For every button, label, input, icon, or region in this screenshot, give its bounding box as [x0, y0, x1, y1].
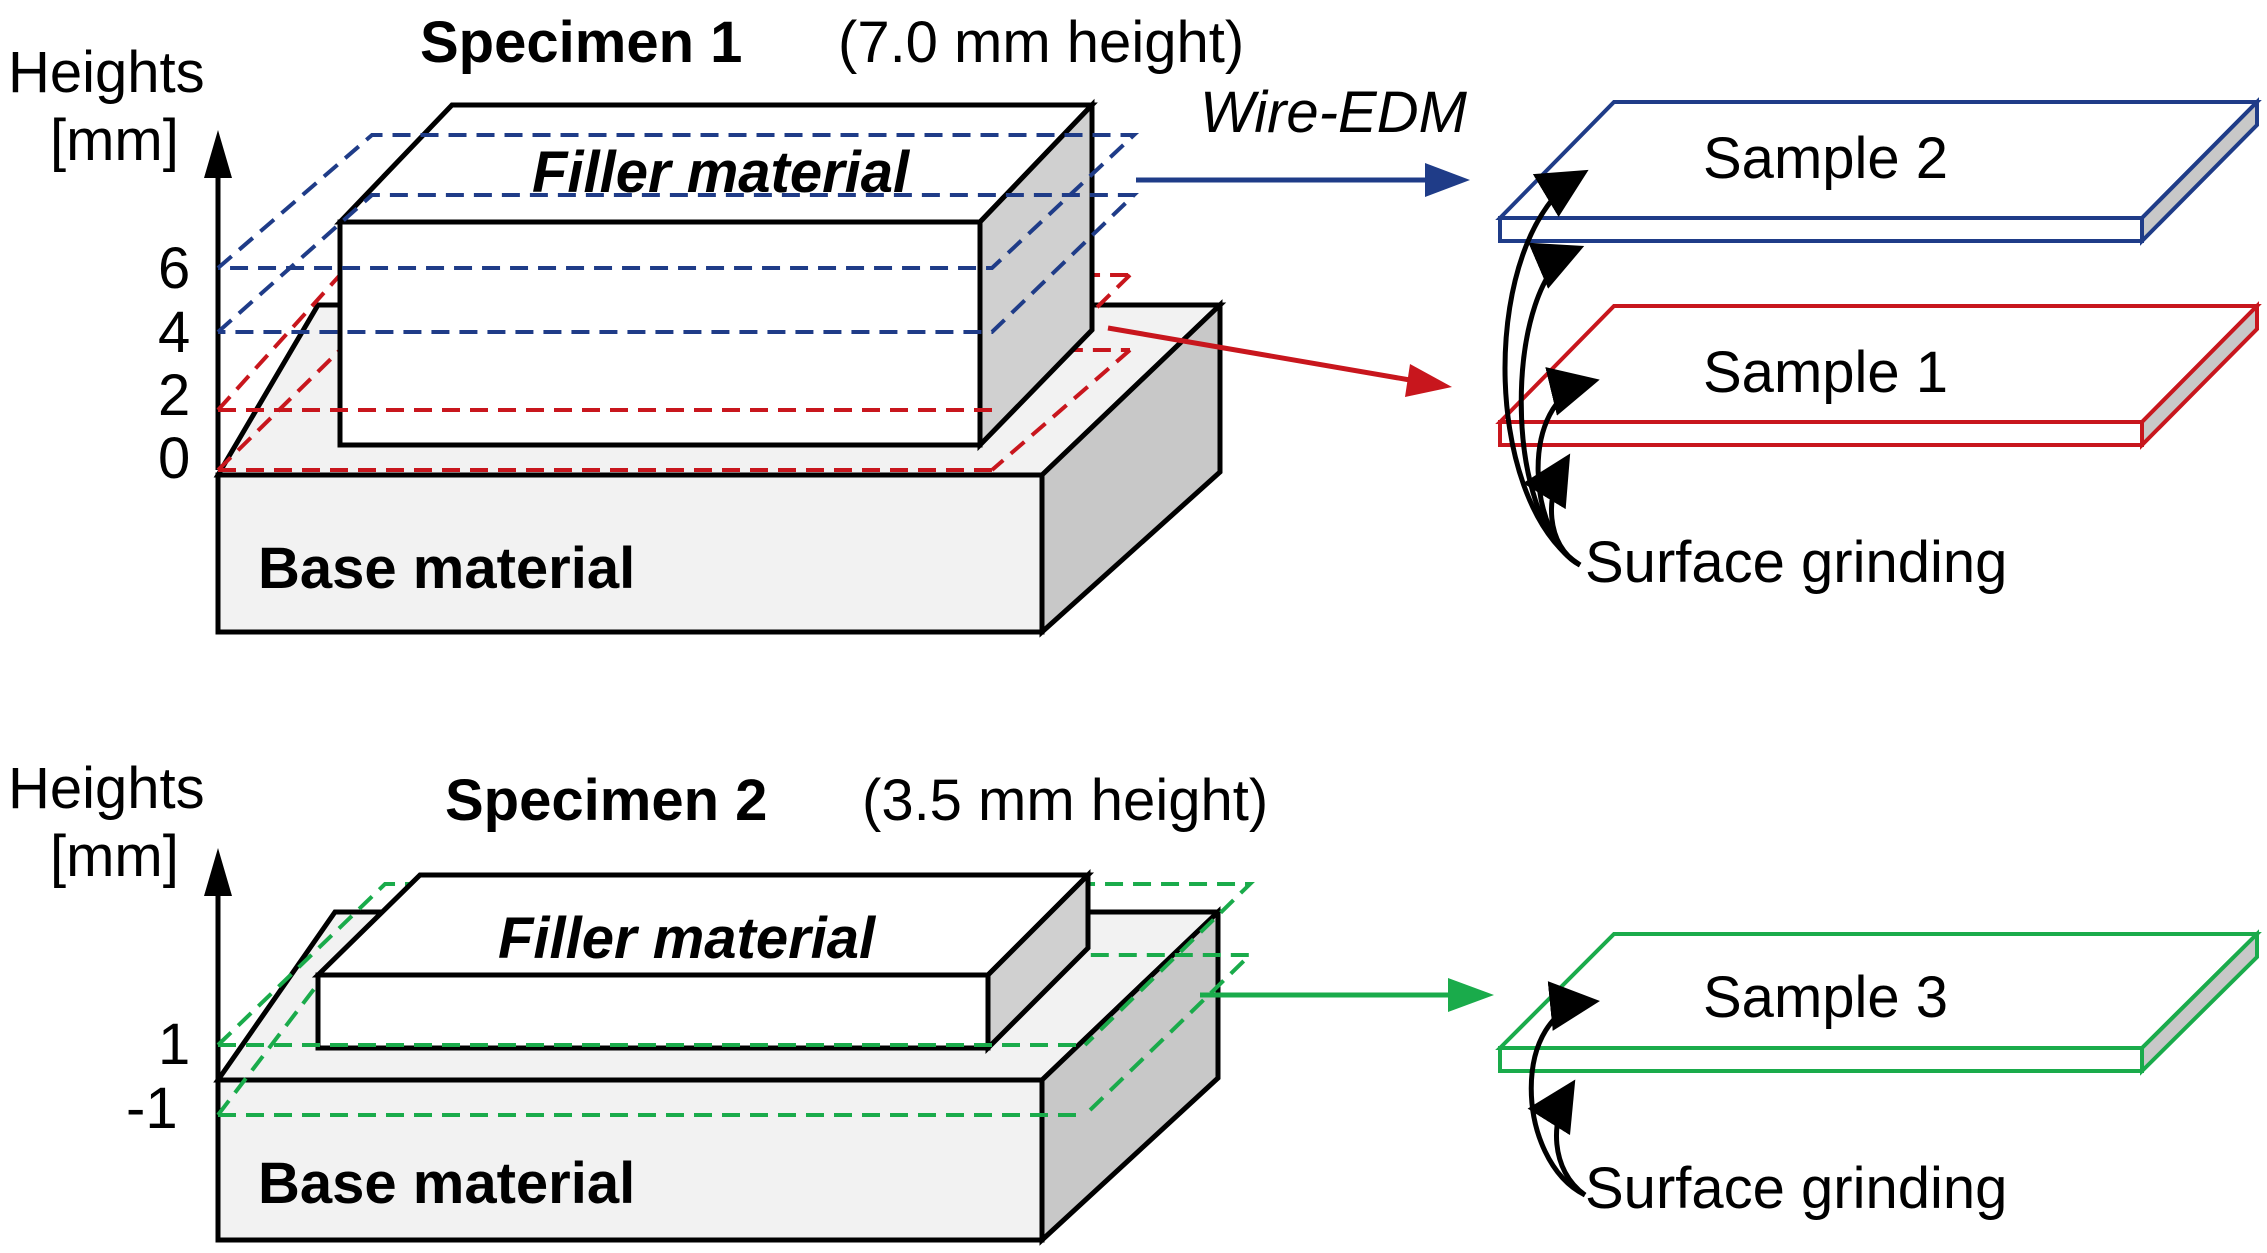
wire-edm-label: Wire-EDM: [1200, 80, 1468, 145]
grinding-arrows-bottom: [1527, 981, 1600, 1198]
specimen-2-filler-label: Filler material: [498, 906, 877, 971]
specimen-2: Specimen 2 (3.5 mm height) Heights [mm] …: [8, 756, 1268, 1246]
specimen-1-base-label: Base material: [258, 536, 635, 601]
specimen-1-tick-2: 2: [158, 363, 190, 428]
sample-2-plate: [1495, 97, 2262, 246]
specimen-1-height-note: (7.0 mm height): [838, 10, 1244, 75]
specimen-2-axis-title: Heights: [8, 756, 205, 821]
specimen-1-tick-0: 0: [158, 426, 190, 491]
specimen-2-tick-1: 1: [158, 1012, 190, 1077]
specimen-1-axis-title: Heights: [8, 40, 205, 105]
sample-3-label: Sample 3: [1703, 965, 1948, 1030]
sample-1-label: Sample 1: [1703, 340, 1948, 405]
specimen-2-title: Specimen 2: [445, 768, 767, 833]
sample-2-cut-planes: [216, 133, 1140, 334]
specimen-1-base-front: [215, 472, 1045, 635]
specimen-2-base-label: Base material: [258, 1151, 635, 1216]
specimen-1-tick-4: 4: [158, 300, 190, 365]
specimen-2-base-front: [215, 1077, 1045, 1243]
surface-grinding-label-1: Surface grinding: [1585, 530, 2007, 595]
sample-1-plate: [1495, 301, 2262, 450]
wire-edm-arrow-sample-2: [1136, 163, 1470, 197]
specimen-1-axis-arrowhead: [204, 130, 232, 178]
specimen-2-tick-minus-1: -1: [126, 1076, 178, 1141]
specimen-2-axis-arrowhead: [204, 848, 232, 896]
specimen-2-axis-unit: [mm]: [50, 824, 179, 889]
specimen-1: Specimen 1 (7.0 mm height) Heights [mm] …: [8, 10, 1244, 638]
specimen-1-title: Specimen 1: [420, 10, 742, 75]
grinding-arrow-sample-3-bottom: [1527, 1079, 1587, 1198]
grinding-arrows-top: [1502, 169, 1600, 568]
wire-edm-arrow-sample-3: [1200, 978, 1494, 1012]
sample-2-label: Sample 2: [1703, 126, 1948, 191]
specimen-2-height-note: (3.5 mm height): [862, 768, 1268, 833]
sample-3-plate: [1495, 929, 2262, 1076]
specimen-1-tick-6: 6: [158, 236, 190, 301]
surface-grinding-label-2: Surface grinding: [1585, 1156, 2007, 1221]
wire-edm-arrow-sample-1: [1107, 325, 1452, 397]
specimen-1-axis-unit: [mm]: [50, 108, 179, 173]
specimen-2-filler-front: [315, 972, 991, 1051]
grinding-arrow-sample-1-bottom: [1522, 453, 1582, 568]
